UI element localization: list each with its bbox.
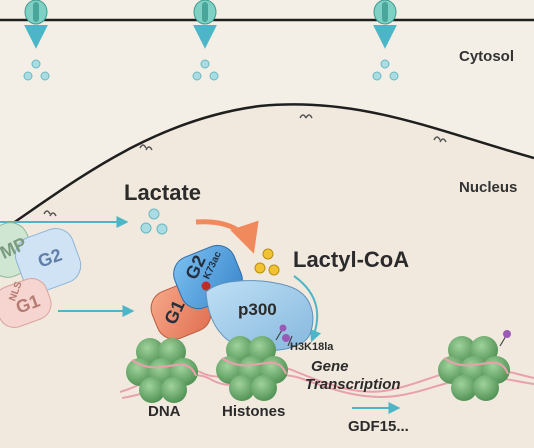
k73ac-mark — [201, 281, 211, 291]
nuclear-lactate-dots — [140, 208, 168, 235]
histones-label: Histones — [222, 403, 286, 420]
transporter-channel-1 — [24, 0, 48, 49]
nuclear-envelope — [0, 103, 534, 234]
nucleosome-3 — [438, 336, 510, 401]
p300-label: p300 — [238, 300, 277, 319]
lactylation-arrow — [293, 275, 322, 343]
dna-label: DNA — [148, 403, 181, 420]
cytosol-label: Cytosol — [459, 48, 515, 65]
nucleosome-2 — [216, 336, 288, 401]
lactyl-coa-label: Lactyl-CoA — [293, 247, 410, 272]
transporter-channel-2 — [193, 0, 217, 49]
h3k18la-label: H3K18la — [290, 341, 334, 353]
gdf15-label: GDF15... — [348, 418, 409, 435]
cytosolic-protein-complex — [0, 222, 82, 328]
lactyl-mark-p300 — [282, 334, 290, 342]
lactate-label: Lactate — [124, 180, 202, 205]
nucleosome-1 — [126, 338, 198, 403]
p300-protein — [205, 280, 314, 352]
histone-lactyl-mark — [279, 324, 287, 332]
histone-lactyl-mark-right — [503, 330, 511, 338]
transcription-label: Transcription — [305, 376, 401, 393]
lactyl-coa-dots — [254, 248, 280, 276]
nuclear-pores — [43, 114, 447, 217]
gene-label: Gene — [311, 358, 349, 375]
conversion-arrow — [195, 219, 259, 254]
cytosolic-lactate-dots — [23, 59, 399, 81]
transporter-channel-3 — [373, 0, 397, 49]
nucleus-label: Nucleus — [459, 179, 518, 196]
